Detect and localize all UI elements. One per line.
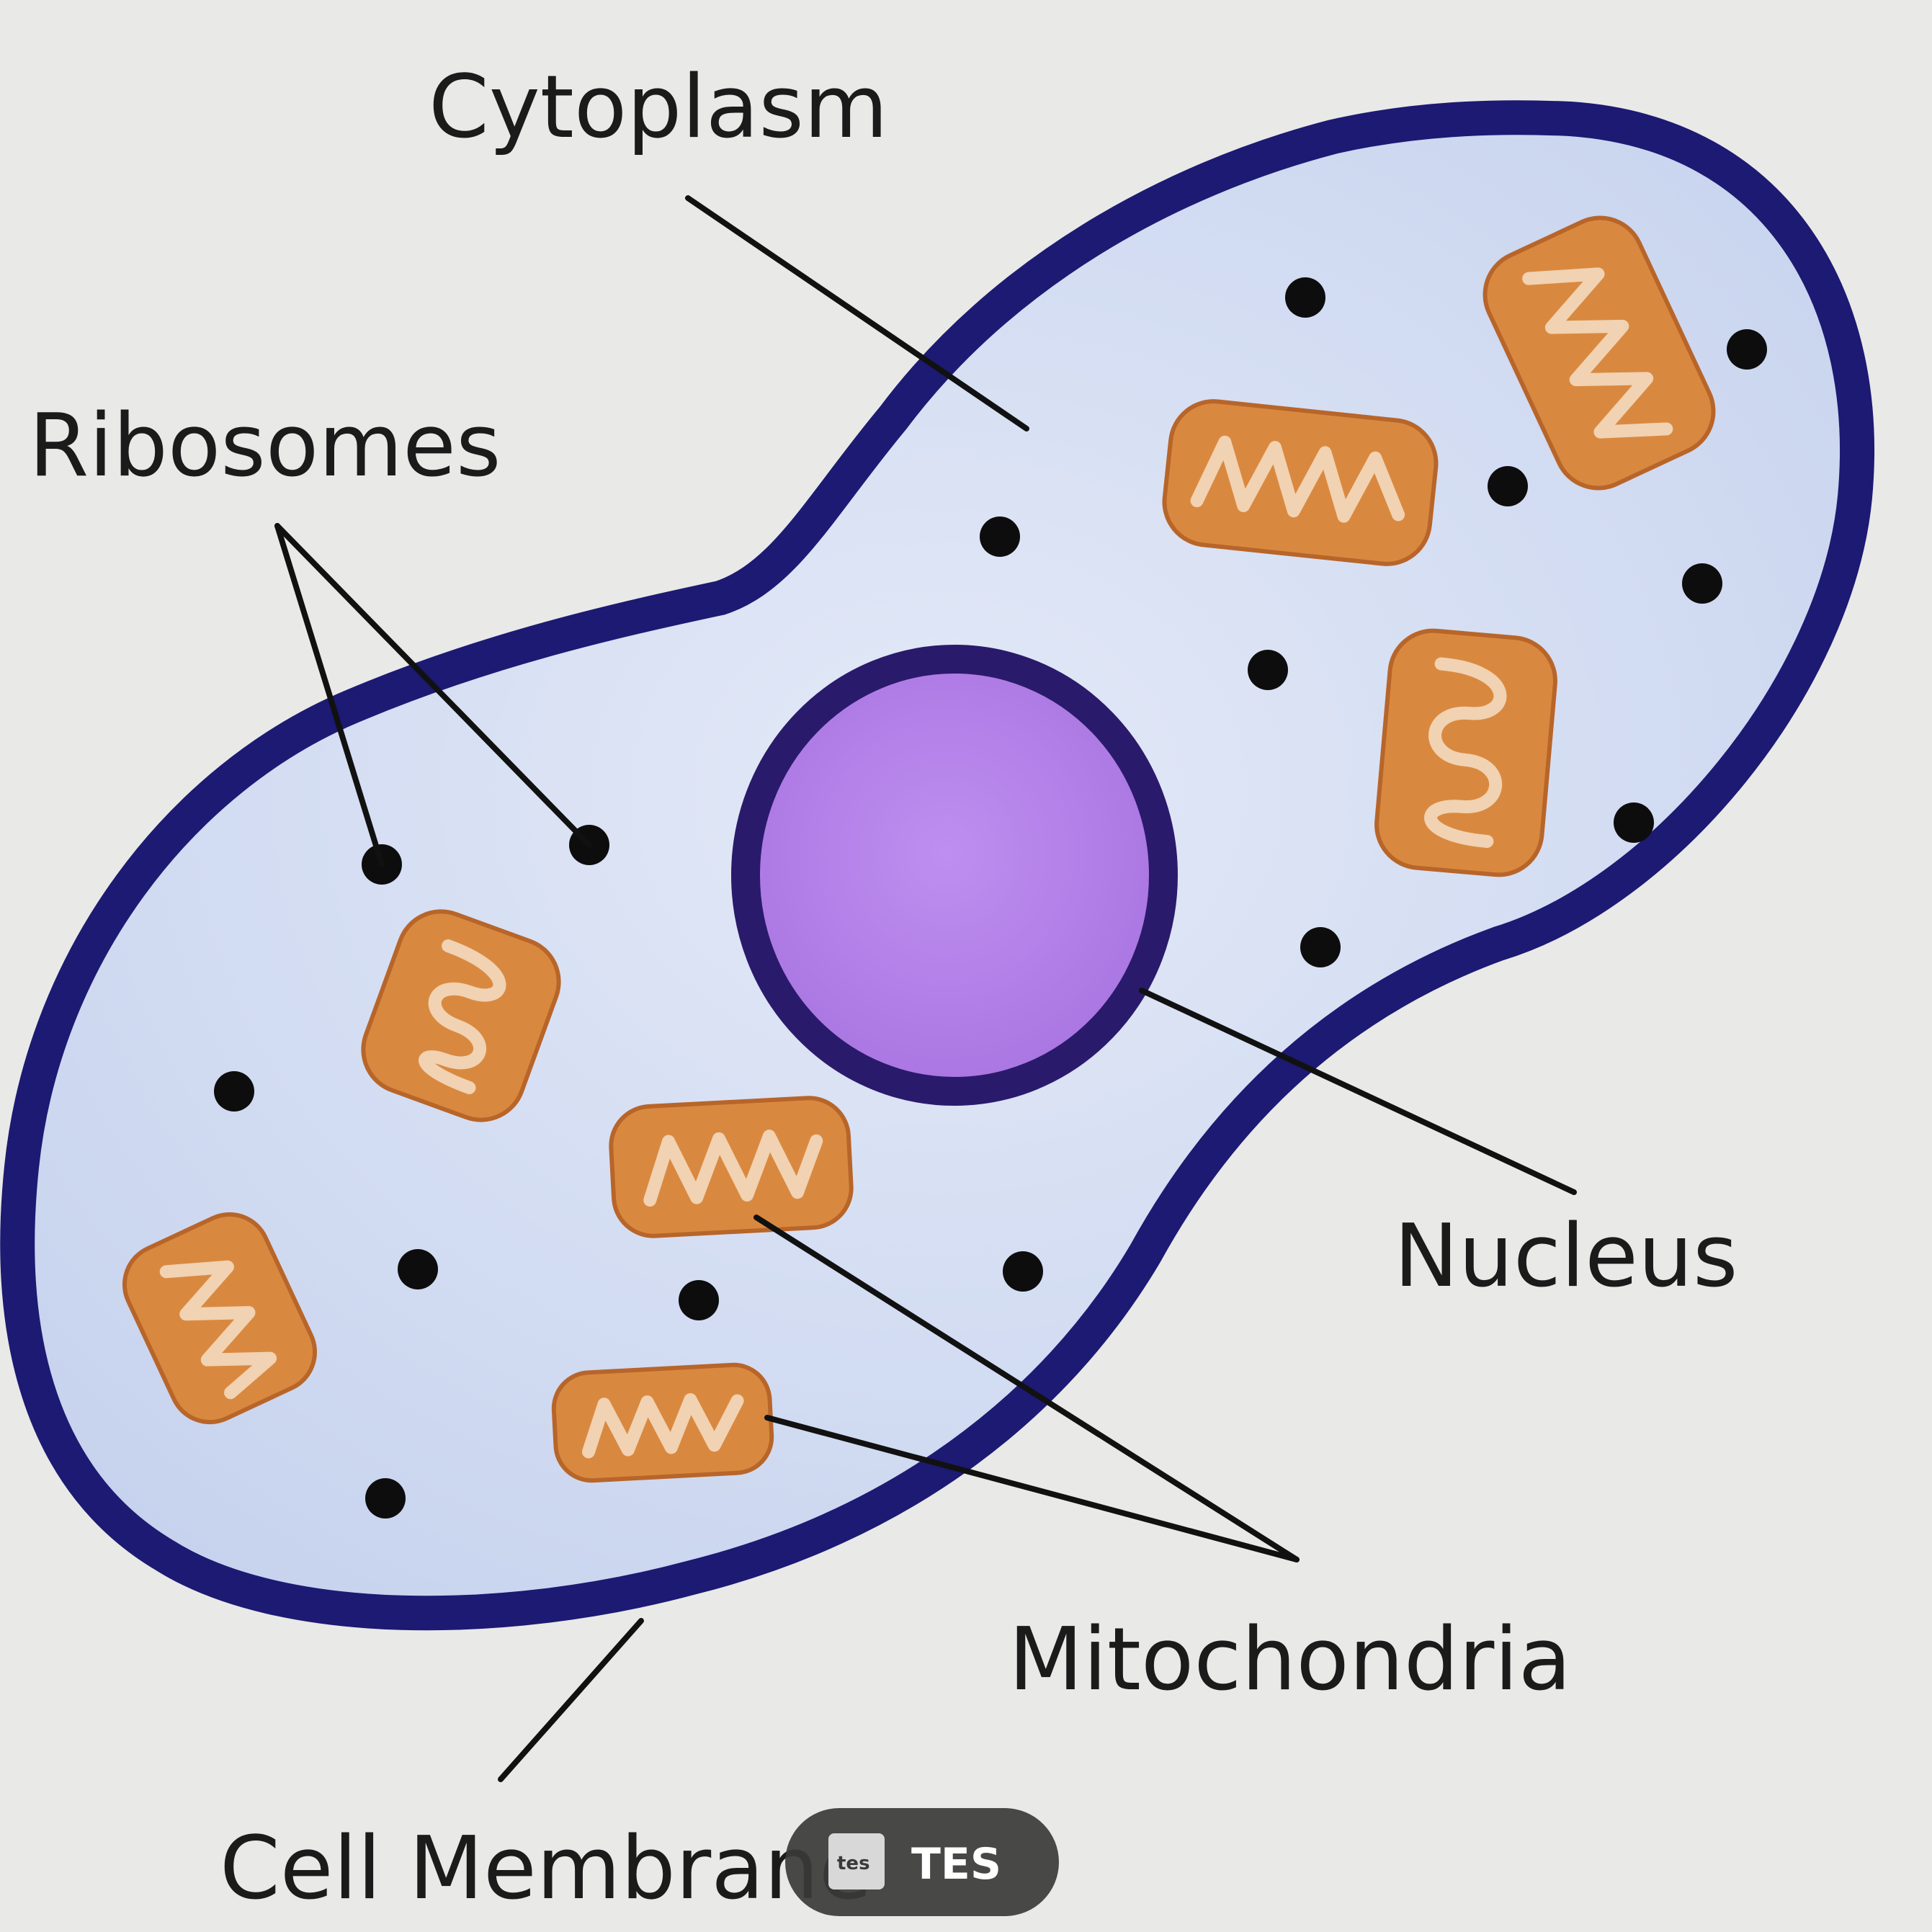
ribosomes-leader-a (274, 523, 385, 867)
label-nucleus: Nucleus (1394, 1207, 1738, 1307)
ribosome (980, 516, 1020, 557)
nucleus (731, 645, 1178, 1106)
label-ribosomes: Ribosomes (29, 396, 501, 496)
mitochondrion (122, 1212, 318, 1425)
mitochondrion (609, 1096, 854, 1238)
ribosomes (214, 277, 1767, 1519)
cell-membrane-leader (498, 1618, 644, 1782)
ribosome (365, 1478, 406, 1519)
ribosome (1300, 927, 1341, 967)
label-mitochondria: Mitochondria (1009, 1610, 1571, 1710)
nucleus-leader (1139, 988, 1577, 1195)
ribosome (1003, 1251, 1043, 1292)
ribosomes-leader-b (274, 523, 592, 848)
ribosome (1727, 329, 1767, 370)
tes-logo-text: tes (837, 1853, 870, 1874)
mitochondrion (361, 909, 561, 1122)
mitochondrion (1482, 215, 1716, 491)
ribosome (1614, 802, 1654, 843)
label-cell-membrane: Cell Membrane (220, 1819, 872, 1919)
cytoplasm-leader (685, 195, 1029, 431)
ribosome (679, 1280, 719, 1320)
mitochondria-leader-a (753, 1215, 1300, 1562)
mitochondrion (1374, 628, 1557, 877)
ribosome (1488, 466, 1528, 506)
ribosome (1285, 277, 1325, 318)
mitochondrion (1162, 399, 1439, 566)
ribosome (1682, 563, 1722, 604)
leader-lines (274, 195, 1577, 1782)
ribosome (398, 1249, 438, 1289)
tes-badge[interactable]: tes TES (785, 1808, 1059, 1916)
mitochondrion (551, 1362, 774, 1483)
ribosome (1248, 650, 1288, 690)
tes-logo-icon (828, 1833, 885, 1889)
ribosome (214, 1071, 254, 1112)
mitochondria-leader-b (764, 1415, 1300, 1562)
label-cytoplasm: Cytoplasm (429, 58, 888, 158)
tes-badge-text: TES (911, 1839, 1001, 1889)
